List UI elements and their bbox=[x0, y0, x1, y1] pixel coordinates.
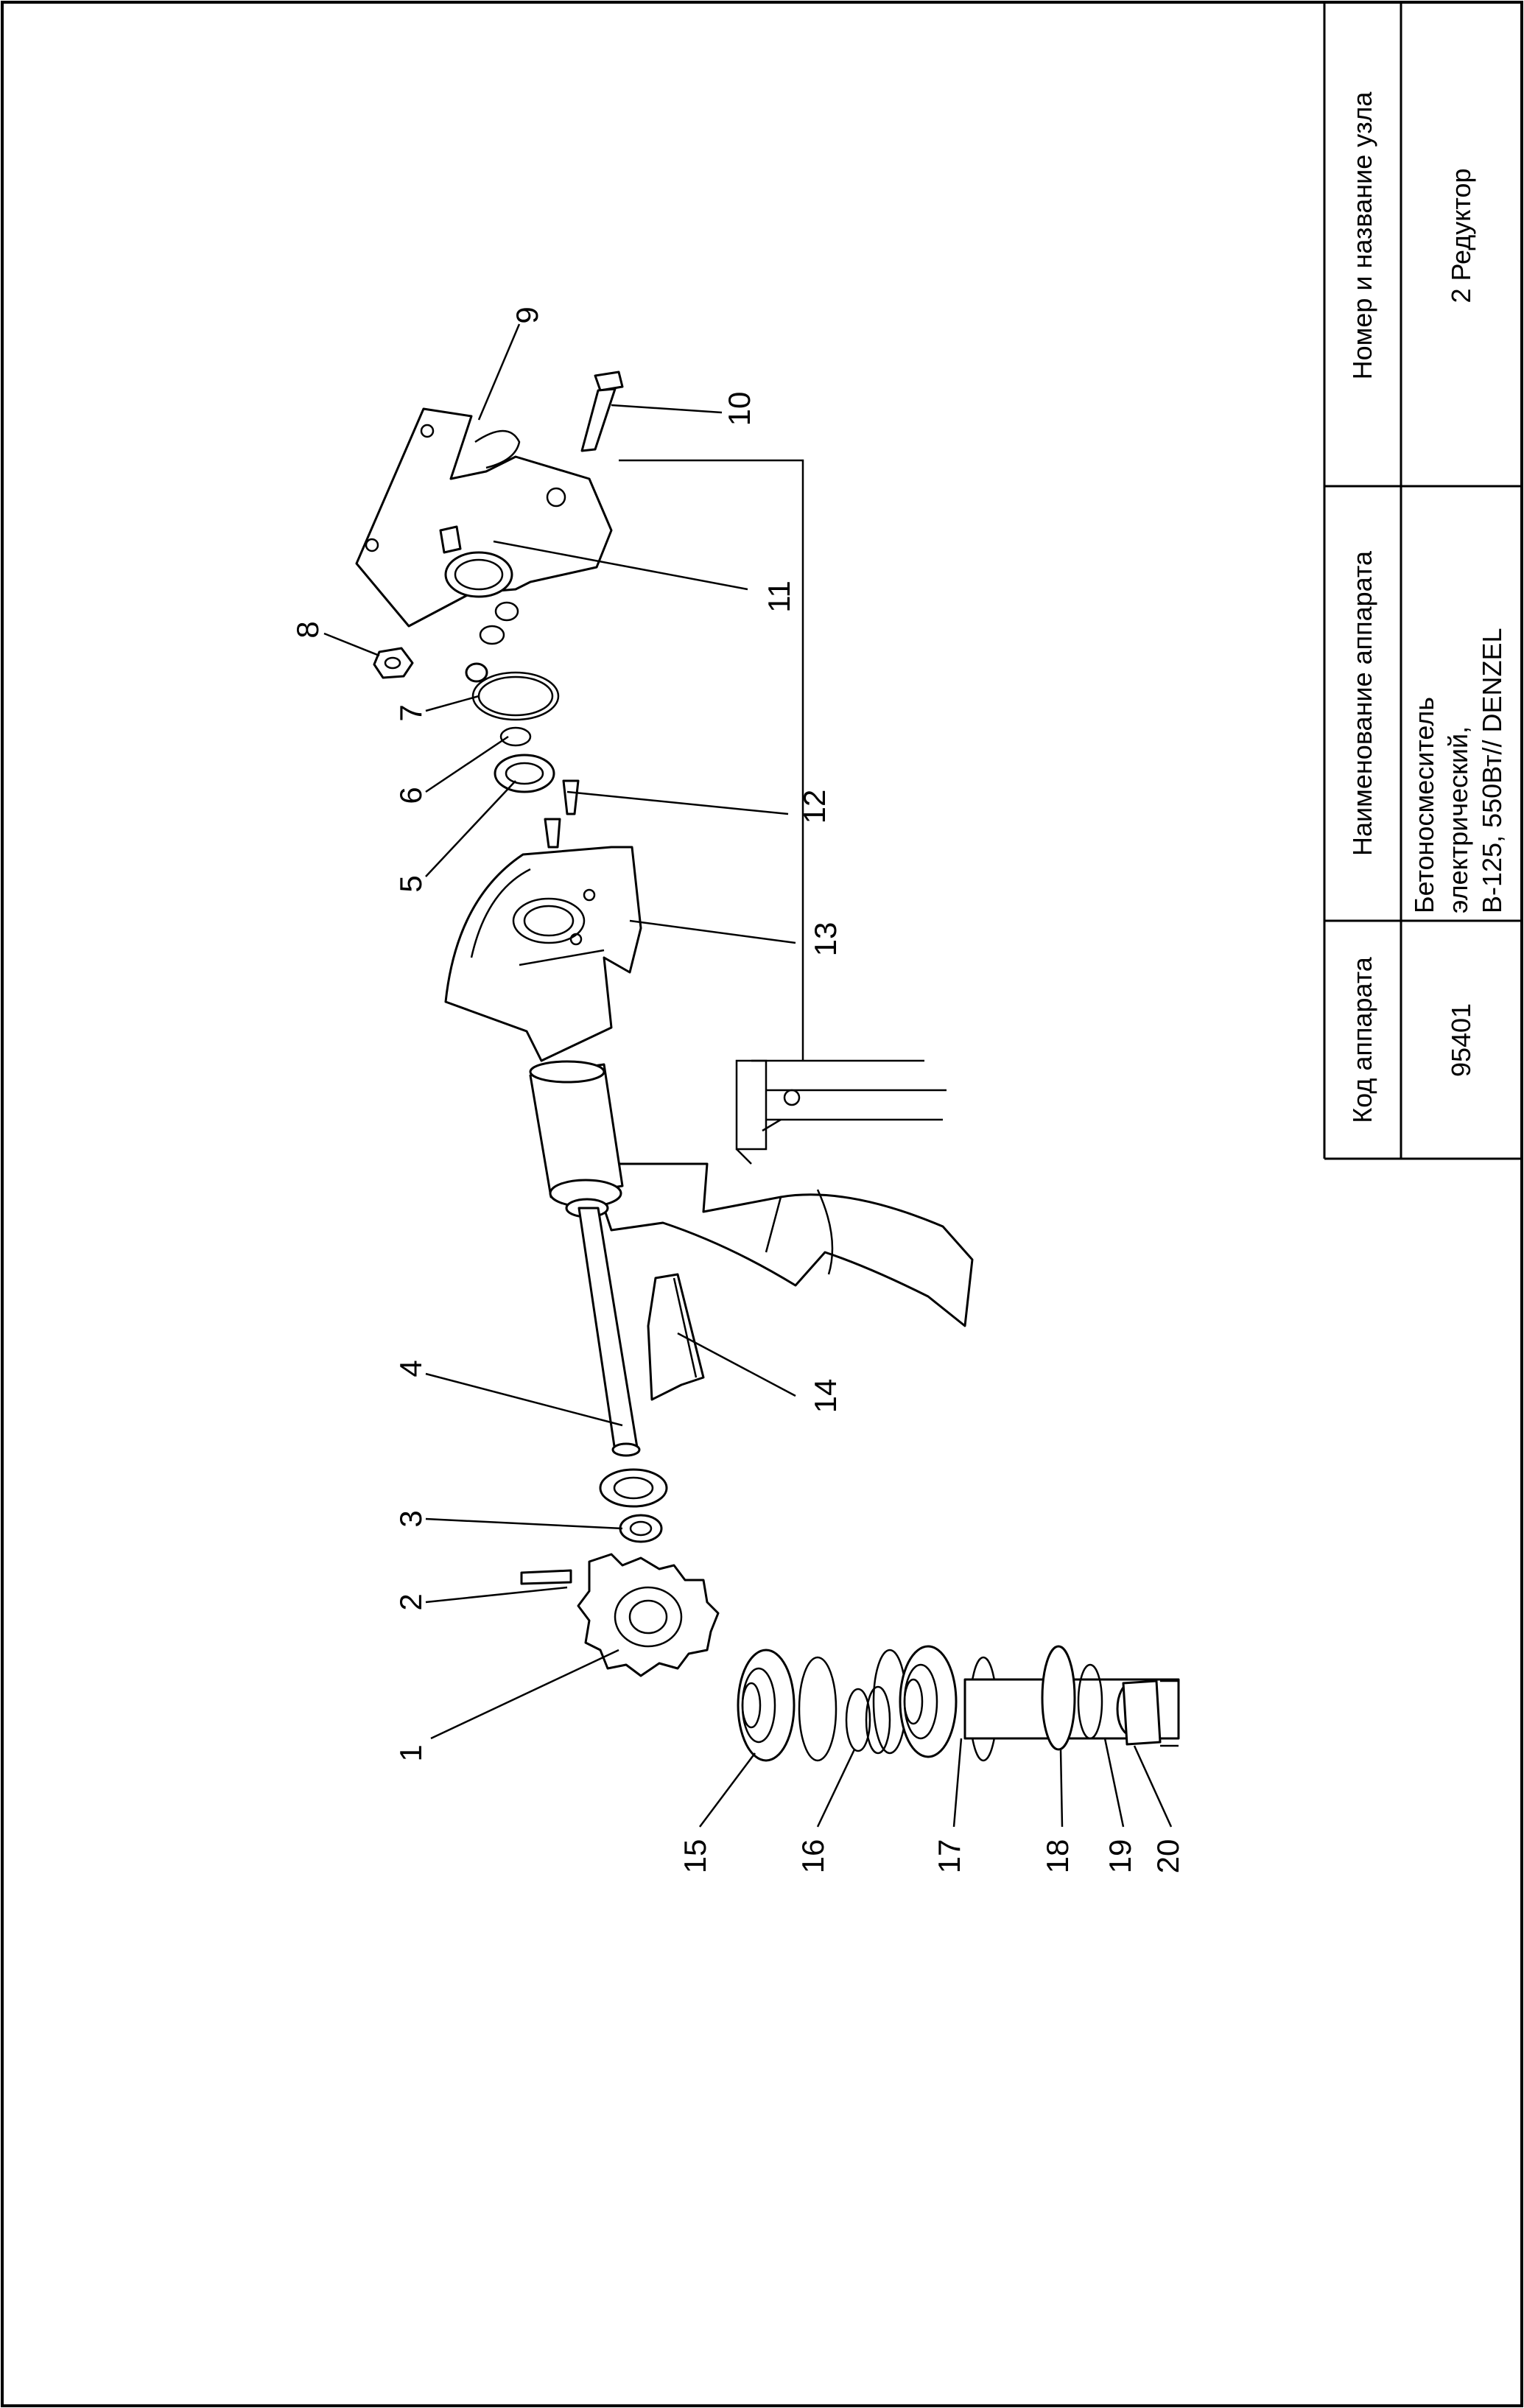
callout-19: 19 bbox=[1103, 1839, 1137, 1874]
washer bbox=[499, 726, 532, 747]
callout-13: 13 bbox=[808, 922, 843, 957]
hex-nut bbox=[373, 647, 414, 679]
key-plate bbox=[647, 1273, 705, 1401]
output-bearing bbox=[737, 1649, 796, 1762]
callout-1: 1 bbox=[393, 1744, 428, 1761]
callout-5: 5 bbox=[393, 875, 428, 892]
code-header: Код аппарата bbox=[1347, 956, 1377, 1123]
retaining-ring bbox=[471, 671, 560, 721]
callout-9: 9 bbox=[510, 306, 544, 323]
unit-value: 2 Редуктор bbox=[1446, 169, 1476, 303]
code-value: 95401 bbox=[1446, 1003, 1476, 1077]
clamp-bracket bbox=[355, 407, 613, 628]
callout-7: 7 bbox=[393, 704, 428, 721]
screws bbox=[544, 779, 580, 849]
worm-shaft bbox=[577, 1207, 641, 1457]
callout-8: 8 bbox=[290, 621, 325, 638]
pin bbox=[520, 1569, 572, 1585]
name-line-1: Бетоносмеситель bbox=[1409, 697, 1439, 913]
callout-2: 2 bbox=[393, 1593, 428, 1610]
callout-12: 12 bbox=[797, 790, 832, 824]
callout-11: 11 bbox=[762, 580, 796, 613]
callout-numbers: 1 2 3 4 5 6 7 8 9 10 11 12 13 14 15 16 1… bbox=[290, 306, 1185, 1873]
callout-15: 15 bbox=[678, 1839, 712, 1874]
name-line-2: электрический, bbox=[1443, 726, 1473, 913]
name-line-3: B-125, 550Вт// DENZEL bbox=[1477, 628, 1507, 913]
frame-body bbox=[588, 459, 974, 1327]
callout-17: 17 bbox=[932, 1839, 966, 1874]
callout-16: 16 bbox=[796, 1839, 830, 1874]
callout-14: 14 bbox=[808, 1379, 843, 1414]
shaft-bearing bbox=[599, 1468, 668, 1508]
unit-header: Номер и название узла bbox=[1347, 91, 1377, 380]
callout-6: 6 bbox=[393, 787, 428, 804]
callout-20: 20 bbox=[1151, 1839, 1185, 1874]
leader-lines bbox=[323, 323, 1173, 1828]
callout-18: 18 bbox=[1040, 1839, 1075, 1874]
bushing bbox=[619, 1514, 663, 1543]
top-bearing bbox=[494, 754, 555, 793]
gear-housing-cover bbox=[444, 846, 642, 1062]
second-bearing bbox=[899, 1645, 998, 1762]
title-block: Номер и название узла 2 Редуктор Наимено… bbox=[1323, 2, 1522, 1160]
assembly-drawing: 1 2 3 4 5 6 7 8 9 10 11 12 13 14 15 16 1… bbox=[290, 306, 1185, 1873]
hex-bolt bbox=[580, 371, 624, 452]
callout-10: 10 bbox=[722, 392, 756, 427]
circlips bbox=[798, 1649, 907, 1762]
name-header: Наименование аппарата bbox=[1347, 550, 1377, 856]
output-shaft bbox=[963, 1645, 1180, 1751]
pinion-gear bbox=[577, 1553, 720, 1677]
gearbox-tube bbox=[529, 1060, 624, 1218]
callout-4: 4 bbox=[393, 1360, 428, 1377]
callout-3: 3 bbox=[393, 1510, 428, 1527]
bolt-nuts bbox=[465, 601, 519, 683]
